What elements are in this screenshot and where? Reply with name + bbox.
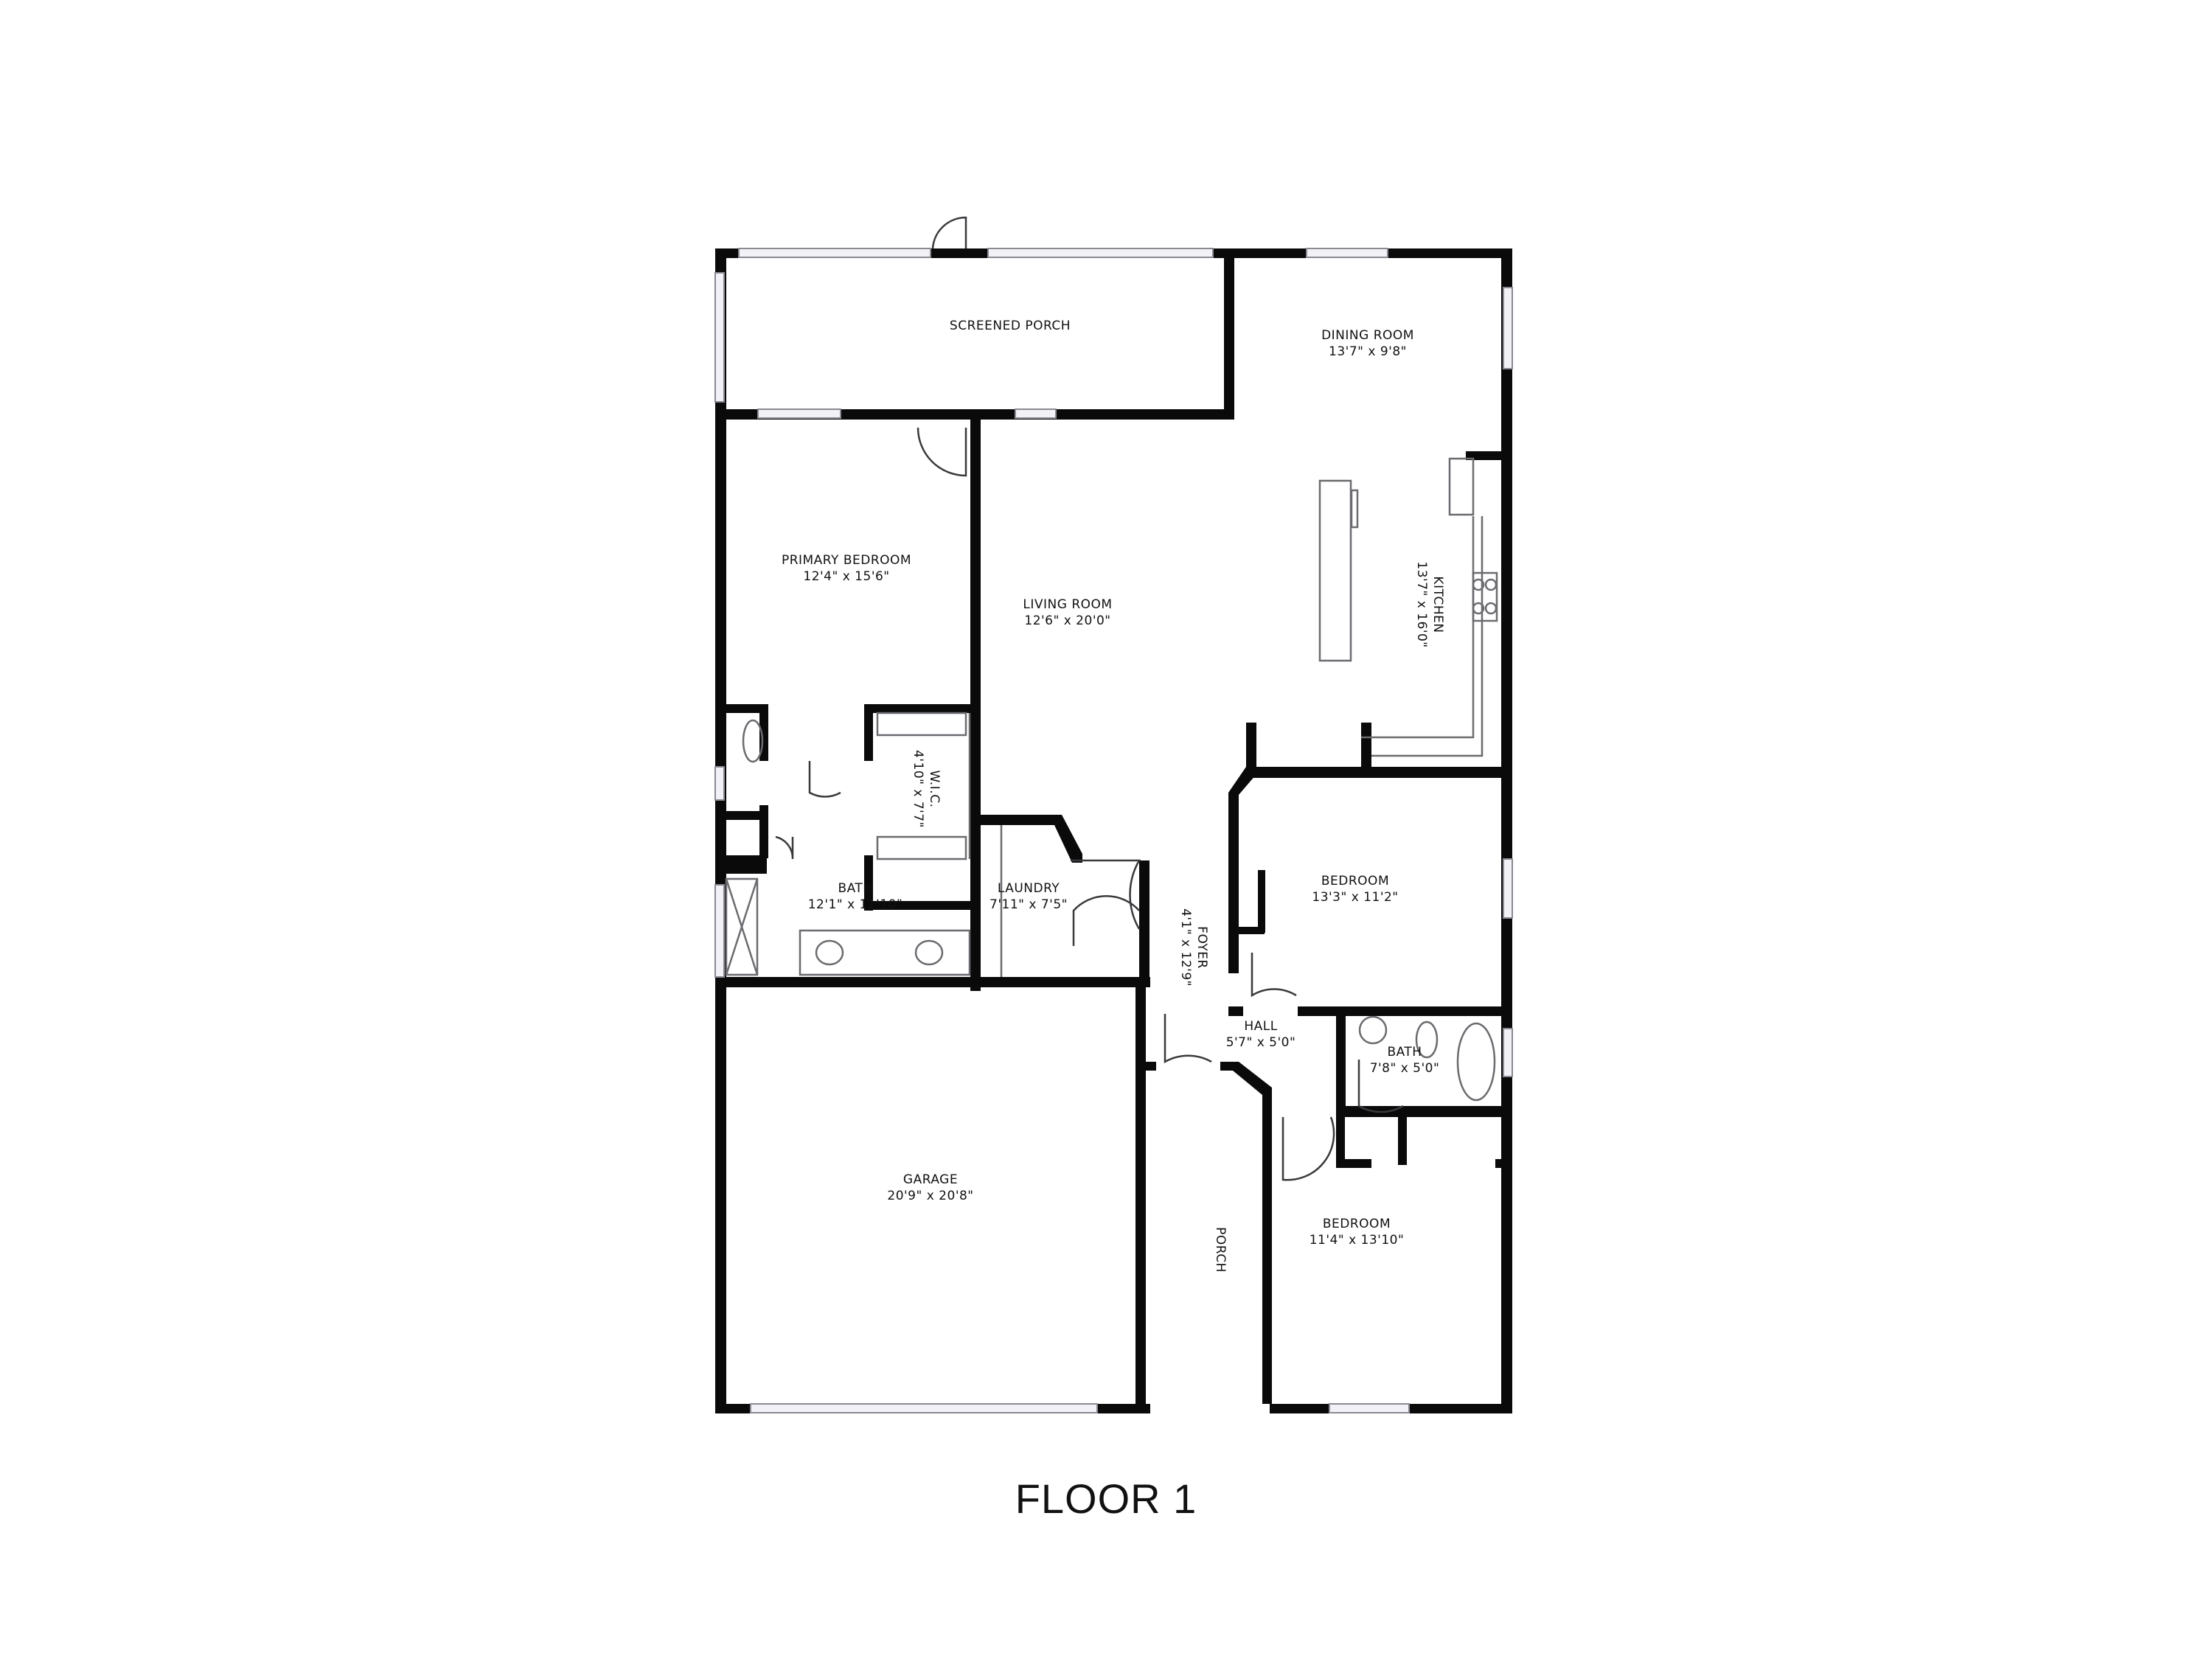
room-label-kitchen: KITCHEN13'7" x 16'0": [1414, 561, 1445, 647]
room-label-porch: PORCH: [1213, 1227, 1228, 1273]
room-label-foyer: FOYER4'1" x 12'9": [1178, 908, 1209, 987]
floor-title: FLOOR 1: [1015, 1475, 1197, 1522]
windows: [714, 248, 1513, 1413]
fixtures: [725, 457, 1498, 1102]
room-label-screened-porch: SCREENED PORCH: [950, 319, 1071, 333]
doors: [775, 216, 1404, 1181]
room-label-wic: W.I.C.4'10" x 7'7": [911, 750, 942, 828]
